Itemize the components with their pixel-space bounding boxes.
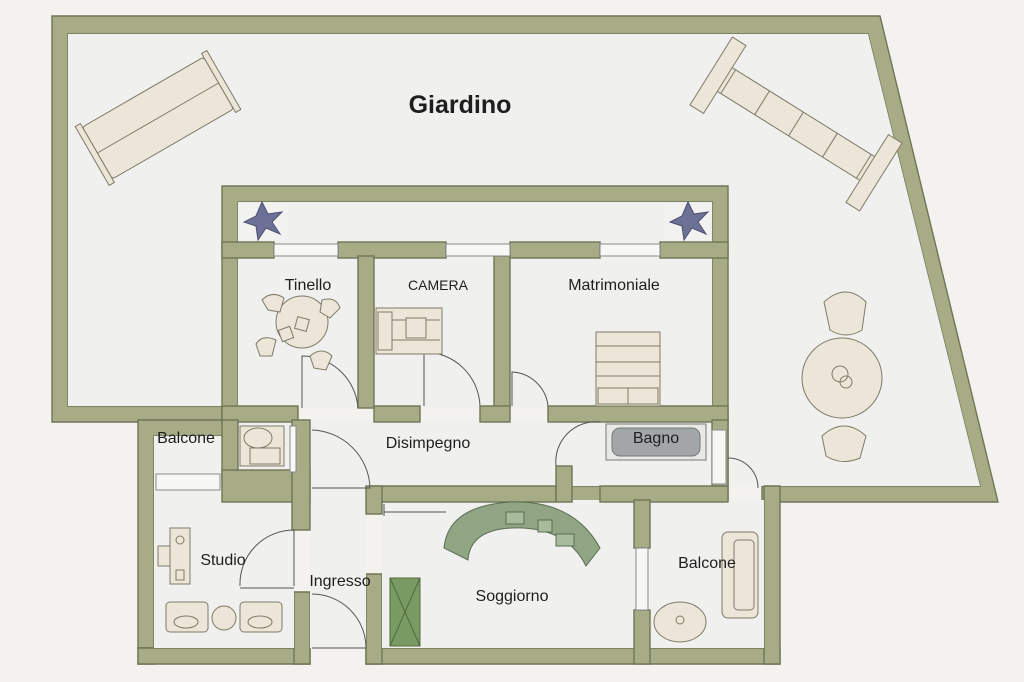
bathtub — [605, 423, 707, 461]
label-disimpegno: Disimpegno — [386, 435, 471, 452]
planter-left — [240, 200, 288, 242]
room-labels: Giardino Tinello CAMERA Matrimoniale Dis… — [157, 91, 736, 605]
garden-pergola — [689, 36, 903, 212]
tinello-table — [255, 294, 341, 371]
closet — [389, 577, 421, 647]
doors — [239, 351, 759, 649]
label-ingresso: Ingresso — [309, 573, 370, 590]
windows — [155, 243, 727, 611]
label-giardino: Giardino — [409, 91, 512, 119]
label-balcone-right: Balcone — [678, 555, 736, 572]
label-bagno: Bagno — [633, 430, 679, 447]
curved-sofa — [443, 501, 601, 567]
house-walls — [137, 185, 781, 665]
label-tinello: Tinello — [285, 277, 332, 294]
camera-bed — [375, 307, 443, 355]
balcone-sofa — [653, 531, 759, 643]
garden-table — [801, 291, 883, 462]
studio-desk — [157, 527, 191, 585]
garden-area — [68, 34, 980, 486]
garden-bench — [74, 49, 242, 187]
studio-armchairs — [165, 601, 283, 633]
label-camera: CAMERA — [408, 277, 469, 293]
interior-walls — [221, 241, 729, 665]
wc-toilet — [239, 425, 285, 467]
label-matrimoniale: Matrimoniale — [568, 277, 660, 294]
planter-right — [664, 200, 710, 242]
label-balcone-left: Balcone — [157, 430, 215, 447]
matrimoniale-bed — [595, 331, 661, 407]
label-studio: Studio — [200, 552, 245, 569]
label-soggiorno: Soggiorno — [476, 588, 549, 605]
